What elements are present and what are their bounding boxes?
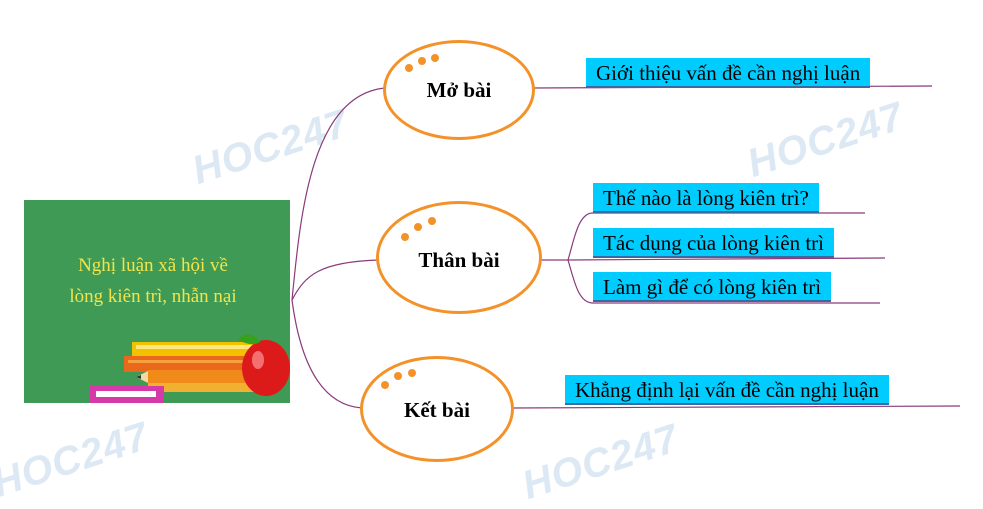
dot-icon (394, 372, 402, 380)
central-topic-title: Nghị luận xã hội về lòng kiên trì, nhẫn … (38, 250, 268, 312)
leaf-than-bai-1: Thế nào là lòng kiên trì? (593, 183, 819, 213)
central-topic-board: Nghị luận xã hội về lòng kiên trì, nhẫn … (24, 200, 290, 403)
branch-node-ket-bai: Kết bài (360, 356, 514, 462)
connector-to-ket-bai (291, 299, 363, 409)
connector-ket-bai-leaf (511, 405, 961, 409)
branch-node-mo-bai: Mở bài (383, 40, 535, 140)
connector-than-bai-leaf-3 (567, 259, 880, 304)
books-and-apple-illustration (90, 334, 290, 403)
branch-label-mo-bai: Mở bài (426, 78, 492, 102)
dot-icon (408, 369, 416, 377)
dot-icon (418, 57, 426, 65)
dot-icon (428, 217, 436, 225)
leaf-than-bai-2: Tác dụng của lòng kiên trì (593, 228, 835, 258)
dot-icon (381, 381, 389, 389)
branch-node-than-bai: Thân bài (376, 201, 542, 314)
leaf-than-bai-3: Làm gì để có lòng kiên trì (593, 272, 832, 302)
dot-icon (401, 233, 409, 241)
central-title-line-1: Nghị luận xã hội về (78, 255, 228, 276)
connector-than-bai-leaf-1 (567, 212, 865, 261)
dot-icon (405, 64, 413, 72)
connector-to-mo-bai (291, 87, 386, 301)
connector-to-than-bai (291, 259, 379, 301)
branch-label-than-bai: Thân bài (418, 248, 500, 272)
leaf-ket-bai-1: Khẳng định lại vấn đề cần nghị luận (565, 375, 889, 405)
dot-icon (414, 223, 422, 231)
central-title-line-2: lòng kiên trì, nhẫn nại (69, 286, 237, 307)
dot-icon (431, 54, 439, 62)
leaf-mo-bai-1: Giới thiệu vấn đề cần nghị luận (586, 58, 871, 88)
connector-than-bai-leaf-2 (567, 257, 886, 261)
branch-label-ket-bai: Kết bài (404, 398, 470, 422)
